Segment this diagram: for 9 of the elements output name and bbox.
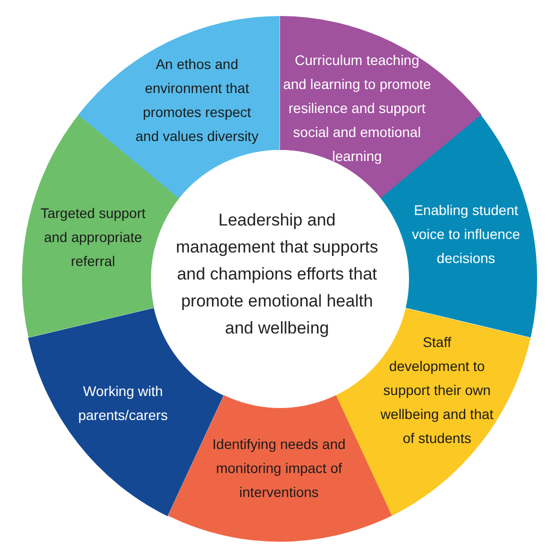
segment-text: Targeted support and appropriate referral (39, 204, 147, 272)
segment-text: Staff development to support their own wellbeing and that of students (380, 332, 494, 448)
segment-text: Working with parents/carers (77, 382, 169, 425)
segment-text: Curriculum teaching and learning to promote resilience and support social and emotional learning (282, 51, 432, 166)
segment-text: Enabling student voice to influence decisions (410, 200, 522, 268)
ring-segment (78, 16, 280, 199)
segment-text: Identifying needs and monitoring impact of interventions (211, 434, 347, 502)
segment-text: An ethos and environment that promotes respect and values diversity (134, 55, 260, 146)
center-text: Leadership and management that supports and champions efforts that promote emotional health and wellbeing (174, 210, 380, 340)
